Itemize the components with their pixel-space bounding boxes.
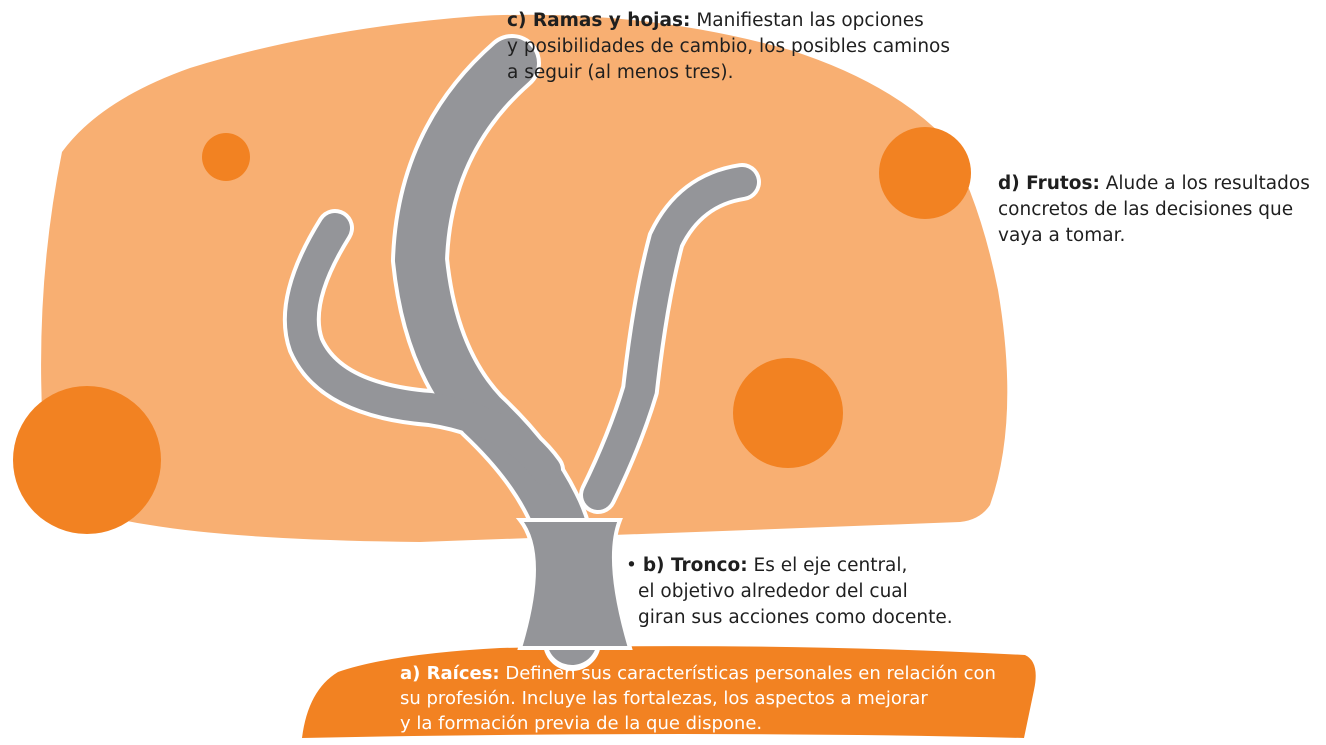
branches-line1: Manifiestan las opciones <box>696 10 924 31</box>
branches-label: c) Ramas y hojas: Manifiestan las opcion… <box>507 8 950 86</box>
trunk-bullet: • <box>626 555 637 576</box>
tree-branch-right <box>583 167 757 510</box>
fruits-line1: Alude a los resultados <box>1105 173 1310 194</box>
tree-trunk <box>394 38 597 665</box>
fruits-line3: vaya a tomar. <box>998 225 1126 246</box>
fruit-center <box>733 358 843 468</box>
tree-branch-left <box>286 213 561 485</box>
branches-title: c) Ramas y hojas: <box>507 10 691 31</box>
roots-line2: su profesión. Incluye las fortalezas, lo… <box>400 688 928 709</box>
fruits-line2: concretos de las decisiones que <box>998 199 1294 220</box>
fruits-label: d) Frutos: Alude a los resultados concre… <box>998 171 1310 249</box>
branches-line3: a seguir (al menos tres). <box>507 62 734 83</box>
fruit-small <box>202 133 250 181</box>
roots-line3: y la formación previa de la que dispone. <box>400 713 763 734</box>
fruit-left <box>13 386 161 534</box>
trunk-label: • b) Tronco: Es el eje central, el objet… <box>626 553 953 631</box>
roots-title: a) Raíces: <box>400 663 500 684</box>
fruits-title: d) Frutos: <box>998 173 1100 194</box>
tree-base <box>515 518 633 650</box>
trunk-line1: Es el eje central, <box>753 555 908 576</box>
trunk-line2: el objetivo alrededor del cual <box>638 581 908 602</box>
roots-line1: Definen sus características personales e… <box>505 663 996 684</box>
trunk-title: b) Tronco: <box>642 555 748 576</box>
roots-band <box>302 646 1036 738</box>
branches-line2: y posibilidades de cambio, los posibles … <box>507 36 951 57</box>
roots-label: a) Raíces: Definen sus características p… <box>400 661 996 736</box>
fruit-right <box>879 127 971 219</box>
trunk-line3: giran sus acciones como docente. <box>638 607 953 628</box>
